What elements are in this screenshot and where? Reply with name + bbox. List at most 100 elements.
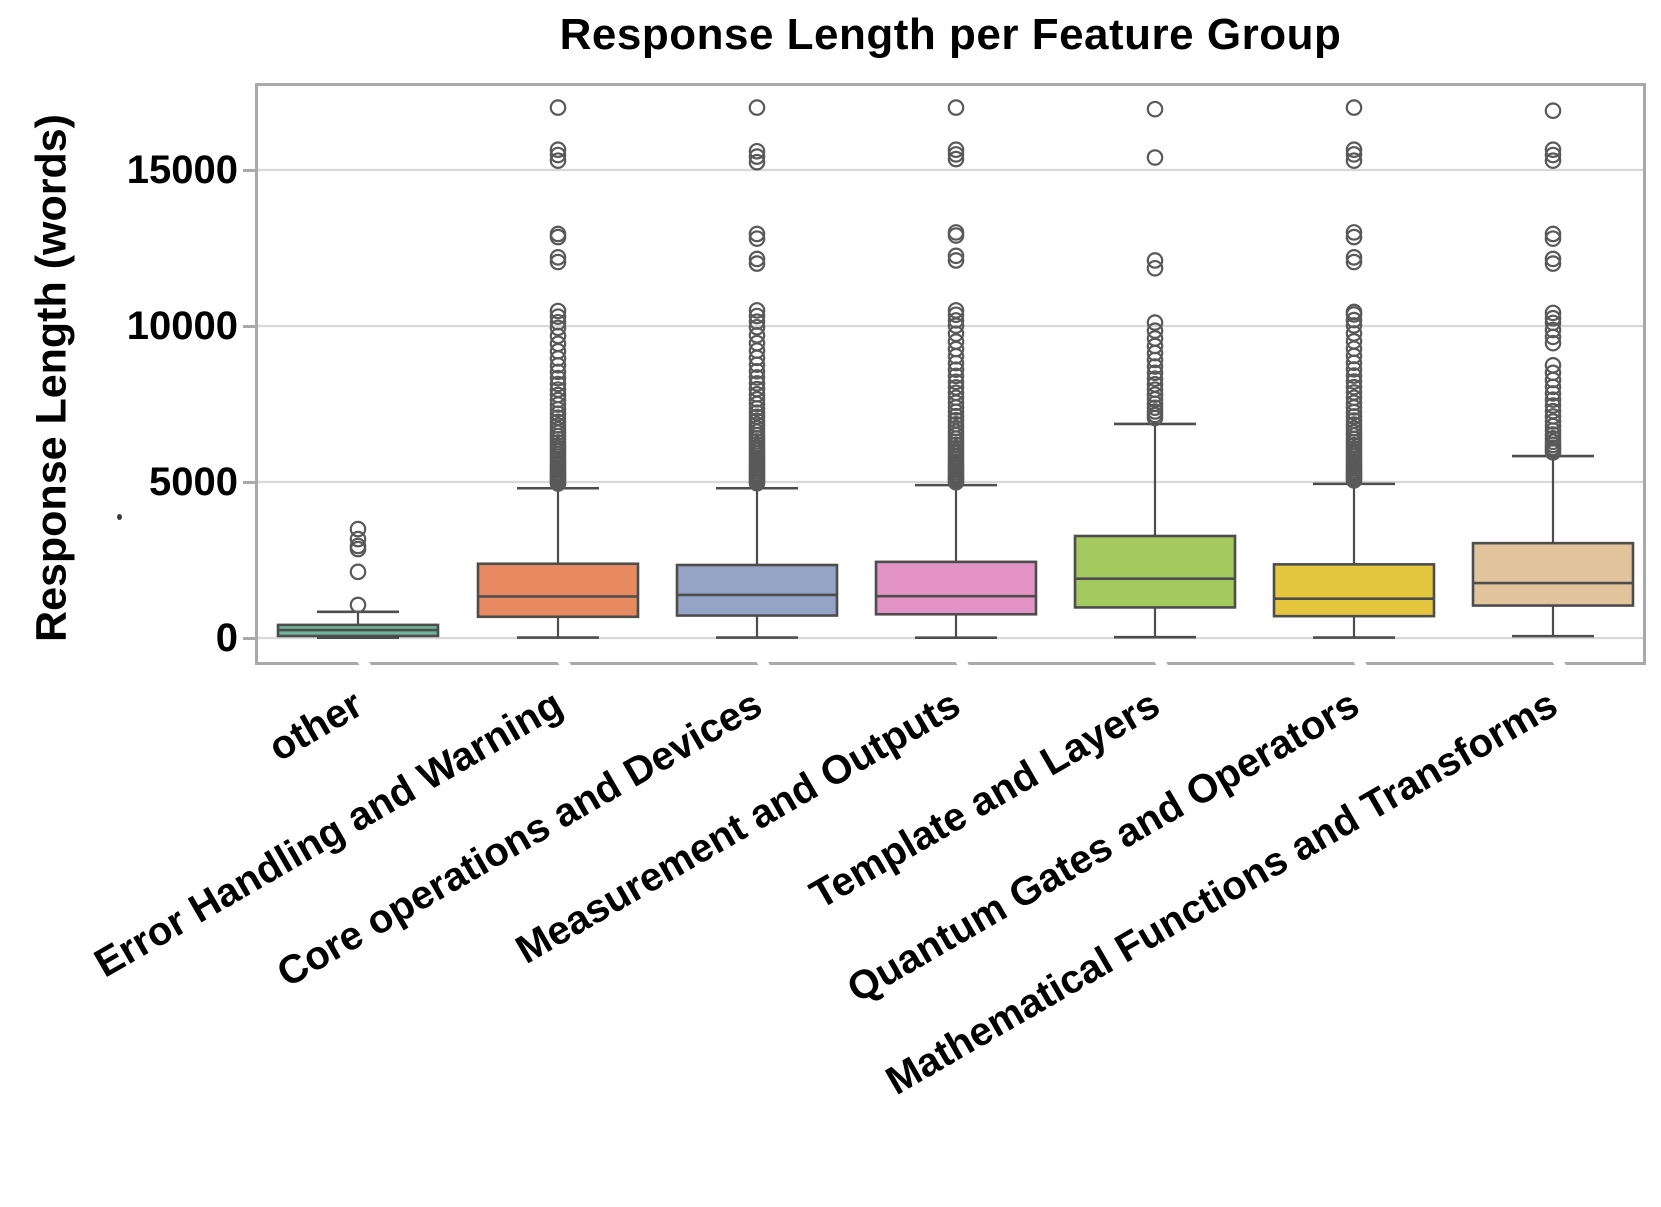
plot-area [255,83,1646,678]
outlier-point [349,596,367,614]
outlier-point [748,380,766,398]
y-tick-mark [243,480,256,484]
box-group-4 [1073,100,1237,639]
outlier-point [1345,152,1363,169]
outlier-point [1345,367,1363,384]
outlier-point [947,373,965,391]
outlier-point [549,146,567,164]
outlier-point [947,306,965,324]
outlier-point [1146,330,1164,347]
outlier-point [947,389,965,407]
box [1471,541,1635,607]
outlier-point [748,250,766,268]
outlier-point [1146,364,1164,382]
outlier-point [1345,389,1363,407]
boxplot-svg [255,83,1646,678]
outlier-point [1345,394,1363,412]
outlier-point [549,381,567,398]
outlier-point [748,99,766,116]
outlier-point [947,302,965,319]
outlier-point [947,141,965,159]
y-tick-label-15000: 15000 [126,148,238,192]
plot-border [255,83,1646,665]
outlier-point [1544,225,1562,243]
outlier-point [1544,357,1562,374]
outlier-point [947,252,965,269]
x-category-label-4: Template and Layers [802,682,1167,918]
outlier-point [549,253,567,271]
outlier-point [549,225,567,243]
outlier-point [1544,152,1562,169]
outlier-point [1345,224,1363,241]
box-group-3 [874,99,1038,639]
outlier-point [549,302,567,320]
outlier-point [748,334,766,352]
outlier-point [549,152,567,169]
outlier-point [1544,321,1562,339]
outlier-point [947,99,965,116]
y-tick-mark [243,168,256,172]
outlier-point [1544,255,1562,272]
outlier-point [748,153,766,171]
outlier-point [1345,141,1363,159]
outlier-point [748,369,766,386]
outlier-point [349,530,367,548]
outlier-point [748,302,766,319]
outlier-point [748,313,766,330]
outlier-point [549,335,567,353]
outlier-point [1345,378,1363,396]
outlier-point [1345,332,1363,350]
box-group-0 [276,520,440,639]
chart-title: Response Length per Feature Group [559,10,1342,59]
y-tick-label-5000: 5000 [149,460,238,504]
box [476,562,640,619]
outlier-point [349,537,367,555]
outlier-point [1146,314,1164,331]
outlier-point [1544,402,1562,420]
outlier-point [1544,408,1562,425]
outlier-point [947,247,965,265]
outlier-point [1544,141,1562,159]
outlier-point [1345,228,1363,246]
outlier-point [1146,370,1164,388]
outlier-point [947,312,965,329]
outlier-point [1544,397,1562,414]
box-group-5 [1272,99,1436,639]
outlier-point [1146,100,1164,118]
outlier-point [748,225,766,243]
outlier-point [1146,322,1164,339]
outlier-point [1146,376,1164,393]
outlier-point [748,318,766,336]
outlier-point [1544,102,1562,120]
outlier-point [1345,303,1363,321]
outlier-point [1345,146,1363,163]
outlier-point [1544,364,1562,382]
outlier-point [549,375,567,393]
outlier-point [748,307,766,325]
outlier-point [1544,230,1562,247]
y-tick-label-0: 0 [215,616,238,660]
outlier-point [1544,391,1562,408]
outlier-point [1544,146,1562,164]
outlier-point [549,249,567,266]
outlier-point [1544,309,1562,327]
outlier-point [748,391,766,408]
outlier-point [549,99,567,116]
outlier-point [1345,99,1363,116]
outlier-point [947,384,965,402]
outlier-point [947,379,965,396]
y-tick-label-10000: 10000 [126,304,238,348]
outlier-point [549,319,567,337]
outlier-point [947,224,965,241]
outlier-point [549,141,567,159]
outlier-point [349,520,367,538]
outlier-point [549,308,567,325]
box-group-2 [675,99,839,639]
y-tick-mark [243,636,256,640]
outlier-point [549,386,567,404]
outlier-point [1345,249,1363,266]
box [1272,563,1436,618]
outlier-point [549,313,567,331]
outlier-point [1345,311,1363,329]
